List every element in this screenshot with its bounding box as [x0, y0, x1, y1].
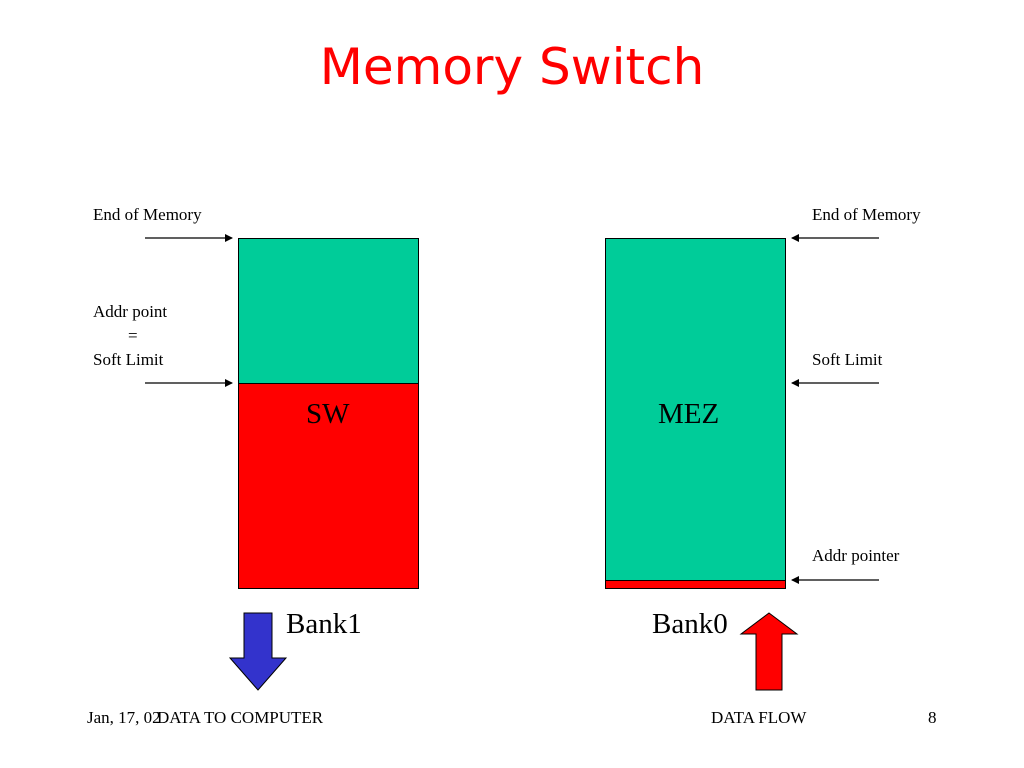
footer-page-number: 8 [928, 708, 937, 727]
bank0-name: Bank0 [652, 608, 728, 640]
bank1-end-of-memory-label: End of Memory [93, 205, 202, 224]
bank0-end-of-memory-label: End of Memory [812, 205, 921, 224]
bank0-used-region [605, 580, 786, 589]
footer-date: Jan, 17, 02 [87, 708, 161, 727]
bank1-region-label: SW [306, 398, 350, 430]
slide-title: Memory Switch [319, 38, 705, 96]
bank0-free-region [605, 238, 786, 581]
bank1-soft-limit-label: Soft Limit [93, 350, 164, 369]
footer-center-text: DATA TO COMPUTER [157, 708, 324, 727]
bank1-free-region [238, 238, 419, 384]
bank1-used-region [238, 383, 419, 589]
bank1-addr-point-label: Addr point [93, 302, 168, 321]
bank1-equals-label: = [128, 326, 138, 345]
data-to-computer-down-arrow [228, 612, 288, 691]
bank0-addr-pointer-label: Addr pointer [812, 546, 900, 565]
bank1-name: Bank1 [286, 608, 362, 640]
bank0-soft-limit-label: Soft Limit [812, 350, 883, 369]
bank0-region-label: MEZ [658, 398, 720, 430]
footer-right-text: DATA FLOW [711, 708, 807, 727]
data-flow-up-arrow [739, 612, 799, 691]
